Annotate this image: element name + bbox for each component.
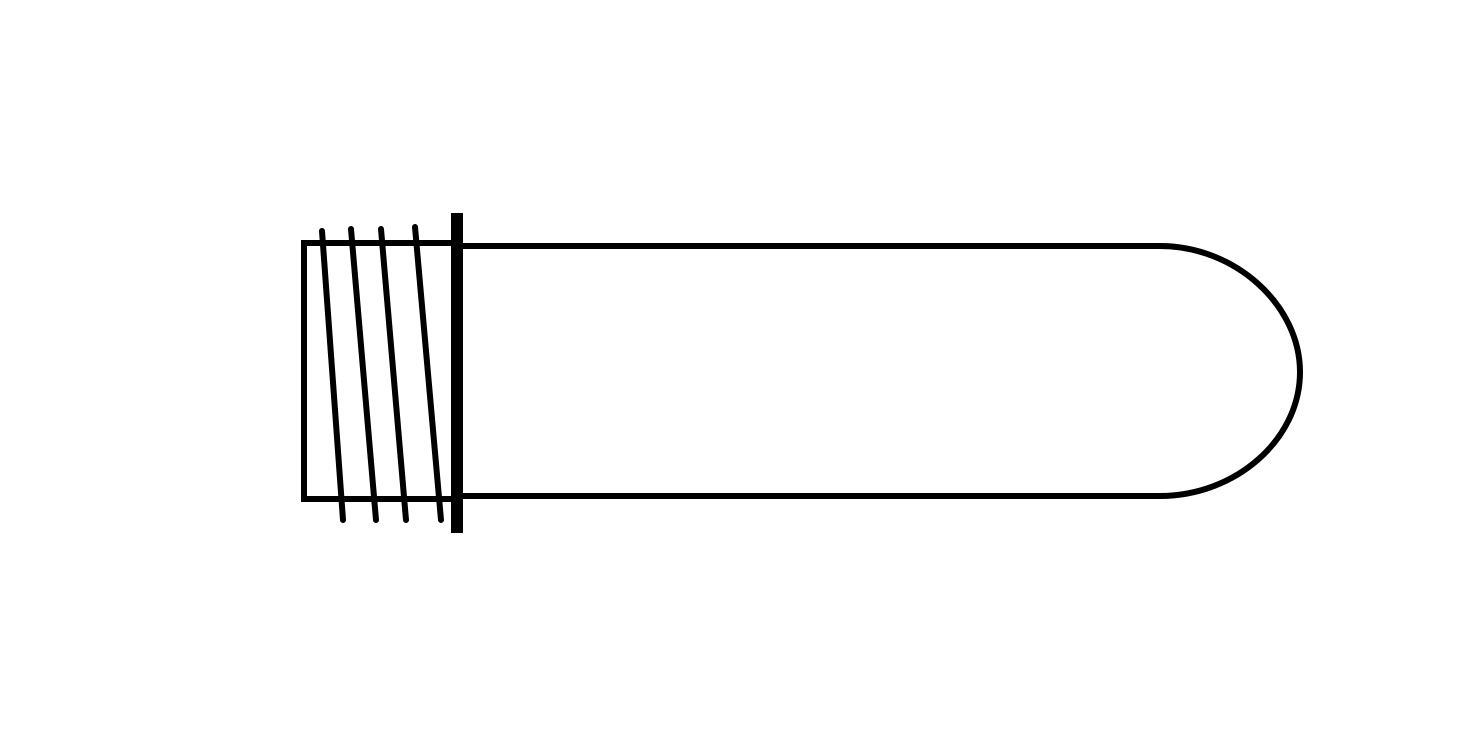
tube-body [463, 243, 1303, 499]
thread-line [378, 226, 409, 523]
thread-line [412, 224, 444, 523]
thread-line [348, 226, 379, 523]
thread-line [319, 228, 346, 523]
collar-flange [451, 213, 463, 533]
thread-lines [319, 224, 444, 523]
